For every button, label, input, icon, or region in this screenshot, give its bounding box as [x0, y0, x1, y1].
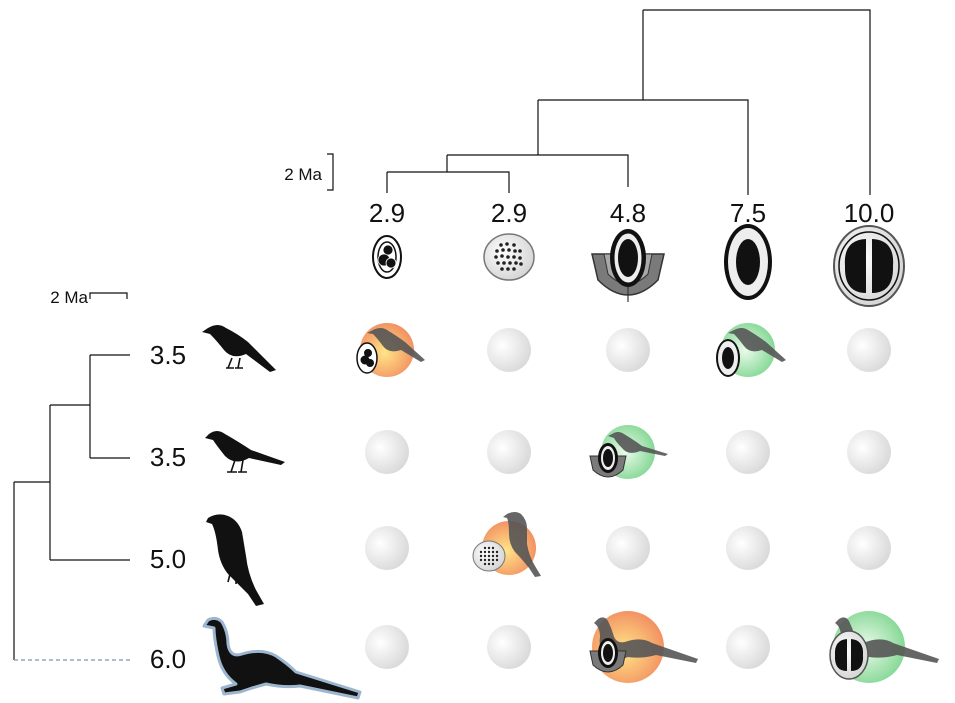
top-age-labels: 2.9 2.9 4.8 7.5 10.0: [369, 198, 894, 228]
empty-circle: [606, 328, 650, 372]
top-age-1: 2.9: [369, 198, 405, 228]
interaction-cell: [589, 425, 668, 479]
mini-bird-icon: [608, 432, 668, 456]
interaction-cell: [716, 323, 786, 377]
interaction-cell: [472, 512, 541, 577]
left-age-2: 3.5: [150, 442, 186, 472]
empty-cell: [365, 430, 409, 474]
top-age-2: 2.9: [491, 198, 527, 228]
mini-seed-icon: [472, 540, 506, 572]
empty-circle: [847, 328, 891, 372]
empty-circle: [726, 430, 770, 474]
top-branch-root: [642, 9, 871, 195]
top-branch-node4: [386, 171, 510, 193]
empty-circle: [365, 526, 409, 570]
empty-circle: [487, 625, 531, 669]
top-branch-node3: [446, 154, 629, 187]
seed-dotted-icon: [483, 233, 535, 281]
empty-cell: [487, 625, 531, 669]
mini-seed-icon: [356, 342, 378, 374]
empty-circle: [365, 625, 409, 669]
top-phylogeny: [386, 9, 871, 195]
interaction-cell: [829, 611, 939, 683]
seed-cluster-icon: [372, 235, 402, 279]
empty-cell: [847, 430, 891, 474]
empty-circle: [726, 526, 770, 570]
empty-cell: [726, 430, 770, 474]
empty-cell: [606, 328, 650, 372]
left-scale-bar: 2 Ma: [50, 288, 128, 307]
thrush-icon: [205, 431, 285, 473]
interaction-matrix: [356, 323, 939, 683]
empty-circle: [487, 328, 531, 372]
mini-seed-icon: [716, 339, 740, 377]
mini-seed-icon: [589, 638, 627, 673]
mini-seed-icon: [589, 443, 627, 478]
left-age-4: 6.0: [150, 644, 186, 674]
empty-cell: [487, 430, 531, 474]
empty-cell: [365, 526, 409, 570]
mini-bird-icon: [728, 328, 786, 362]
guan-icon: [202, 616, 362, 700]
seed-oval-icon: [724, 224, 772, 300]
left-age-1: 3.5: [150, 340, 186, 370]
empty-cell: [487, 328, 531, 372]
empty-cell: [606, 526, 650, 570]
mini-bird-icon: [367, 328, 425, 362]
top-age-5: 10.0: [844, 198, 895, 228]
empty-circle: [606, 526, 650, 570]
interaction-cell: [356, 323, 425, 377]
crow-icon: [206, 514, 264, 606]
empty-cell: [847, 328, 891, 372]
empty-cell: [365, 625, 409, 669]
left-age-3: 5.0: [150, 544, 186, 574]
empty-circle: [726, 625, 770, 669]
empty-cell: [726, 625, 770, 669]
small-bird-icon: [202, 325, 276, 372]
left-age-labels: 3.5 3.5 5.0 6.0: [150, 340, 186, 674]
empty-circle: [847, 526, 891, 570]
seed-cupped-icon: [591, 229, 665, 302]
empty-circle: [365, 430, 409, 474]
interaction-cell: [589, 611, 698, 683]
left-scale-label: 2 Ma: [50, 288, 88, 307]
top-scale-bar: 2 Ma: [284, 153, 334, 191]
top-age-3: 4.8: [610, 198, 646, 228]
empty-cell: [847, 526, 891, 570]
empty-circle: [847, 430, 891, 474]
top-age-4: 7.5: [730, 198, 766, 228]
empty-circle: [487, 430, 531, 474]
left-phylogeny: [13, 354, 130, 660]
seed-split-icon: [833, 225, 905, 307]
mini-bird-icon: [503, 512, 541, 577]
mini-seed-icon: [829, 630, 869, 680]
top-branch-node2: [537, 99, 749, 195]
top-scale-label: 2 Ma: [284, 165, 322, 184]
empty-cell: [726, 526, 770, 570]
